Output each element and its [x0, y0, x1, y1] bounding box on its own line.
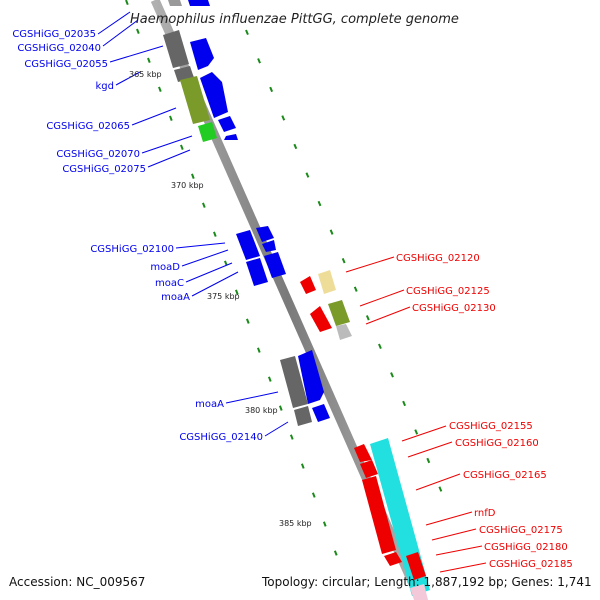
feature-red-3 [354, 444, 372, 462]
feature-gray-1 [163, 30, 189, 68]
gene-label[interactable]: moaC [155, 278, 184, 289]
reverse-features [300, 270, 430, 600]
forward-connectors [97, 11, 289, 437]
connector-kgd [115, 71, 141, 86]
gene-label[interactable]: CGSHiGG_02165 [463, 470, 547, 481]
feature-olive-2 [328, 300, 350, 326]
feature-lightgray [336, 324, 352, 340]
connector-02125 [359, 289, 405, 307]
feature-pink [410, 584, 428, 600]
feature-red-1 [300, 276, 316, 294]
gene-label[interactable]: CGSHiGG_02160 [455, 438, 539, 449]
feature-red-2 [310, 306, 332, 332]
feature-blue-5 [236, 230, 260, 260]
forward-features [163, 0, 330, 426]
connector-02075 [147, 149, 191, 168]
connector-02035 [97, 11, 131, 35]
feature-red-6 [384, 552, 402, 566]
gene-label[interactable]: CGSHiGG_02155 [449, 421, 533, 432]
tick-label: 370 kbp [171, 181, 204, 190]
feature-blue-11 [312, 404, 330, 422]
feature-top-gray [168, 0, 182, 6]
gene-label[interactable]: kgd [96, 81, 115, 92]
connector-02180 [435, 545, 483, 556]
topology-text: Topology: circular; Length: 1,887,192 bp… [262, 575, 592, 589]
feature-blue-9 [264, 252, 286, 278]
tick-label: 365 kbp [129, 70, 162, 79]
feature-top-blue [188, 0, 210, 6]
gene-label[interactable]: CGSHiGG_02035 [12, 29, 96, 40]
connector-moaC [185, 262, 233, 283]
gene-label[interactable]: CGSHiGG_02130 [412, 303, 496, 314]
gene-label[interactable]: CGSHiGG_02140 [179, 432, 263, 443]
connector-02100 [175, 242, 226, 249]
gene-label[interactable]: CGSHiGG_02185 [489, 559, 573, 570]
connector-02160 [407, 441, 453, 458]
connector-moaD [181, 249, 229, 267]
feature-blue-1 [190, 38, 214, 70]
connector-02175 [431, 528, 477, 541]
gene-label[interactable]: CGSHiGG_02065 [46, 121, 130, 132]
reverse-connectors [345, 256, 487, 573]
feature-gray-4 [294, 406, 312, 426]
dotted-tracks [125, 0, 446, 581]
connector-02065 [131, 107, 177, 126]
connector-rnfD [425, 511, 473, 526]
feature-blue-3 [218, 116, 236, 132]
gene-label[interactable]: CGSHiGG_02055 [24, 59, 108, 70]
gene-label[interactable]: CGSHiGG_02125 [406, 286, 490, 297]
tick-label: 385 kbp [279, 519, 312, 528]
feature-blue-10 [298, 350, 324, 404]
gene-label[interactable]: CGSHiGG_02040 [17, 43, 101, 54]
feature-blue-6 [256, 226, 274, 242]
tick-label: 380 kbp [245, 406, 278, 415]
gene-label[interactable]: moaA [195, 399, 224, 410]
reverse-gene-labels: CGSHiGG_02120 CGSHiGG_02125 CGSHiGG_0213… [396, 253, 573, 570]
gene-label[interactable]: CGSHiGG_02175 [479, 525, 563, 536]
connector-02155 [401, 425, 447, 442]
feature-red-7 [406, 552, 426, 580]
gene-label[interactable]: CGSHiGG_02070 [56, 149, 140, 160]
connector-02040 [102, 19, 139, 47]
connector-02165 [415, 473, 461, 491]
forward-tick-track [125, 0, 347, 581]
accession-text: Accession: NC_009567 [9, 575, 146, 589]
feature-yellow [318, 270, 336, 294]
tick-label: 375 kbp [207, 292, 240, 301]
feature-blue-8 [246, 258, 268, 286]
gene-label[interactable]: moaA [161, 292, 190, 303]
connector-02070 [141, 135, 193, 154]
forward-gene-labels: CGSHiGG_02035 CGSHiGG_02040 CGSHiGG_0205… [12, 29, 263, 443]
gene-label[interactable]: CGSHiGG_02100 [90, 244, 174, 255]
connector-02185 [439, 562, 487, 573]
map-title: Haemophilus influenzae PittGG, complete … [130, 12, 459, 27]
connector-02130 [365, 306, 411, 325]
gene-label[interactable]: rnfD [474, 508, 496, 519]
tick-labels: 365 kbp 370 kbp 375 kbp 380 kbp 385 kbp [129, 70, 312, 528]
gene-label[interactable]: CGSHiGG_02180 [484, 542, 568, 553]
feature-green [198, 122, 217, 142]
feature-red-5 [362, 476, 396, 554]
connector-02140 [264, 421, 289, 437]
connector-02120 [345, 256, 395, 273]
feature-blue-2 [200, 72, 228, 118]
feature-red-4 [360, 460, 378, 478]
connector-02055 [109, 45, 164, 63]
gene-label[interactable]: CGSHiGG_02120 [396, 253, 480, 264]
feature-blue-4 [224, 134, 238, 140]
gene-label[interactable]: moaD [150, 262, 180, 273]
gene-label[interactable]: CGSHiGG_02075 [62, 164, 146, 175]
connector-moaA2 [225, 391, 279, 404]
feature-blue-7 [262, 240, 276, 252]
connector-moaA1 [191, 271, 239, 297]
feature-gray-3 [280, 356, 308, 408]
feature-olive [180, 76, 210, 124]
